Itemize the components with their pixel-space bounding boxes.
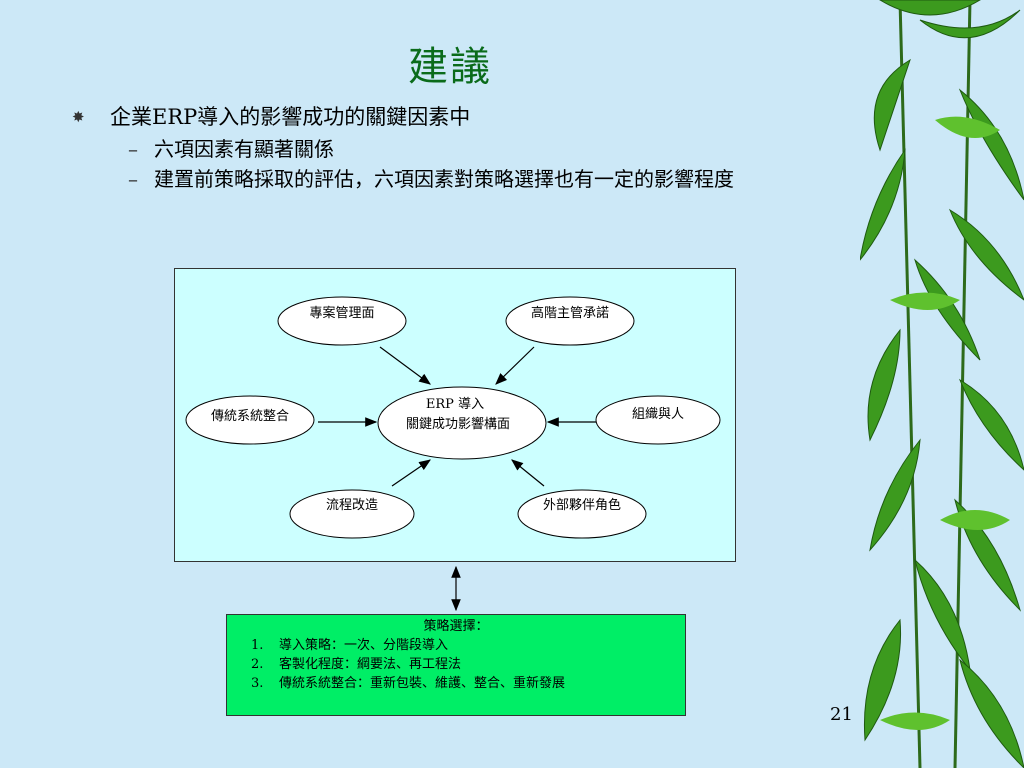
arrow-exec-to-center <box>495 346 535 385</box>
sub-bullet-2-text: 建置前策略採取的評估，六項因素對策略選擇也有一定的影響程度 <box>154 167 734 191</box>
strategy-box: 策略選擇： 1. 導入策略：一次、分階段導入 2. 客製化程度：綱要法、再工程法… <box>226 614 686 716</box>
strategy-item-number: 1. <box>251 638 264 653</box>
node-exec-label: 高階主管承諾 <box>531 305 609 321</box>
bamboo-decoration <box>860 0 1024 768</box>
node-legacy <box>185 395 315 445</box>
node-org <box>595 395 721 445</box>
strategy-item-number: 3. <box>251 676 264 691</box>
node-center-label-1: ERP 導入 <box>426 397 484 412</box>
node-legacy-label: 傳統系統整合 <box>211 409 289 424</box>
strategy-item-text: 客製化程度：綱要法、再工程法 <box>279 657 462 672</box>
bullet-main: ✸ 企業ERP導入的影響成功的關鍵因素中 <box>72 100 862 134</box>
strategy-item: 2. 客製化程度：綱要法、再工程法 <box>227 655 685 674</box>
node-partner-label: 外部夥伴角色 <box>543 497 621 513</box>
bullet-list: ✸ 企業ERP導入的影響成功的關鍵因素中 – 六項因素有顯著關係 – 建置前策略… <box>72 100 862 194</box>
sub-bullet-1-text: 六項因素有顯著關係 <box>154 137 334 161</box>
arrow-project-to-center <box>379 346 431 385</box>
arrow-partner-to-center <box>511 459 545 487</box>
dash-bullet-icon: – <box>128 137 138 161</box>
strategy-item: 3. 傳統系統整合：重新包裝、維護、整合、重新發展 <box>227 674 685 693</box>
page-number: 21 <box>830 704 853 725</box>
node-project <box>277 296 407 346</box>
node-partner <box>517 489 647 539</box>
arrow-process-to-center <box>391 459 431 487</box>
slide-title: 建議 <box>408 44 492 90</box>
strategy-item-number: 2. <box>251 657 264 672</box>
node-process-label: 流程改造 <box>326 498 378 513</box>
asterisk-bullet-icon: ✸ <box>72 108 85 126</box>
sub-bullet-1: – 六項因素有顯著關係 <box>72 134 862 164</box>
node-org-label: 組織與人 <box>632 407 684 422</box>
strategy-item: 1. 導入策略：一次、分階段導入 <box>227 636 685 655</box>
node-project-label: 專案管理面 <box>309 306 374 321</box>
bullet-main-text: 企業ERP導入的影響成功的關鍵因素中 <box>110 105 471 129</box>
node-center <box>377 386 547 460</box>
strategy-heading: 策略選擇： <box>423 619 489 634</box>
strategy-item-text: 導入策略：一次、分階段導入 <box>279 638 449 653</box>
node-exec <box>505 296 635 346</box>
dash-bullet-icon: – <box>128 167 138 191</box>
node-process <box>289 489 415 539</box>
sub-bullet-2: – 建置前策略採取的評估，六項因素對策略選擇也有一定的影響程度 <box>72 164 862 194</box>
node-center-label-2: 關鍵成功影響構面 <box>406 416 510 432</box>
strategy-item-text: 傳統系統整合：重新包裝、維護、整合、重新發展 <box>279 676 566 691</box>
